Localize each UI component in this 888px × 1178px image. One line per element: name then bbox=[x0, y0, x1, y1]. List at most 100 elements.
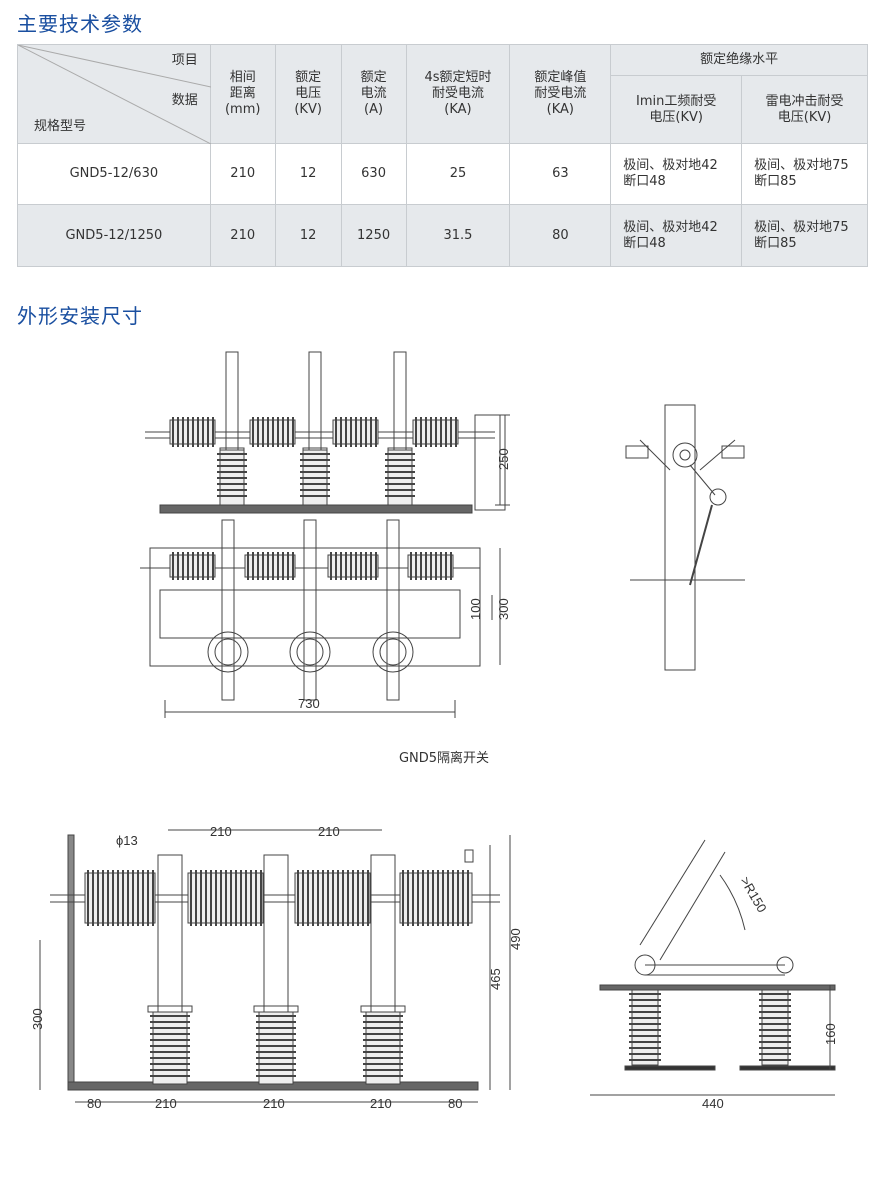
drawing-line bbox=[152, 1011, 188, 1085]
dim-210-c: 210 bbox=[370, 1096, 392, 1111]
dim-210-a: 210 bbox=[155, 1096, 177, 1111]
section-title-dimensions: 外形安装尺寸 bbox=[17, 304, 143, 328]
drawing-line bbox=[370, 854, 396, 1016]
drawing-line bbox=[365, 1011, 401, 1085]
header-phase-distance: 相间距离(mm) bbox=[209, 44, 276, 144]
dim-100: 100 bbox=[468, 598, 483, 620]
drawing-line bbox=[84, 872, 156, 924]
dim-730: 730 bbox=[298, 696, 320, 711]
dim-300-b: 300 bbox=[30, 1008, 45, 1030]
dim-250: 250 bbox=[496, 448, 511, 470]
cell: 12 bbox=[274, 143, 342, 205]
front-view-drawing bbox=[145, 351, 510, 514]
cell: 12 bbox=[274, 204, 342, 267]
header-short-time-current: 4s额定短时耐受电流(KA) bbox=[405, 44, 511, 144]
drawing-line bbox=[719, 874, 746, 931]
dim-465: 465 bbox=[488, 968, 503, 990]
dim-80-right: 80 bbox=[448, 1096, 462, 1111]
dim-490: 490 bbox=[508, 928, 523, 950]
drawing-line bbox=[379, 638, 407, 666]
drawing-line bbox=[360, 1005, 406, 1013]
drawing-line bbox=[303, 519, 317, 701]
dim-160: 160 bbox=[823, 1023, 838, 1045]
cell: 31.5 bbox=[405, 204, 511, 267]
drawing-line bbox=[159, 589, 461, 639]
drawing-line bbox=[399, 872, 473, 924]
dim-pitch-2: 210 bbox=[318, 824, 340, 839]
drawing-line bbox=[393, 351, 407, 453]
drawing-line bbox=[258, 1011, 294, 1085]
drawing-line bbox=[639, 839, 706, 946]
corner-header-cell: 项目 数据 规格型号 bbox=[17, 44, 211, 144]
drawing-line bbox=[776, 956, 794, 974]
header-rated-current: 额定电流(A) bbox=[340, 44, 407, 144]
drawing-line bbox=[219, 447, 245, 455]
dim-phi13: ϕ13 bbox=[116, 833, 138, 848]
plan-view-drawing bbox=[140, 519, 501, 718]
drawing-line bbox=[253, 1005, 299, 1013]
assembly-side-drawing bbox=[590, 839, 836, 1096]
cell: 210 bbox=[209, 143, 276, 205]
drawing-line bbox=[664, 404, 696, 671]
drawing-line bbox=[639, 439, 671, 471]
drawing-line bbox=[221, 519, 235, 701]
drawing-line bbox=[149, 547, 481, 667]
dim-210-b: 210 bbox=[263, 1096, 285, 1111]
drawing-line bbox=[474, 414, 506, 511]
drawing-line bbox=[207, 631, 249, 673]
header-rated-voltage: 额定电压(KV) bbox=[274, 44, 342, 144]
header-power-freq: Imin工频耐受电压(KV) bbox=[610, 75, 743, 144]
cell: 210 bbox=[209, 204, 276, 267]
drawing-line bbox=[689, 504, 713, 586]
table-row: GND5-12/1250 210 12 1250 31.5 80 极间、极对地4… bbox=[17, 204, 868, 267]
drawing-line bbox=[631, 989, 659, 1066]
drawing-line bbox=[625, 445, 649, 459]
drawing-line bbox=[709, 488, 727, 506]
drawing-line bbox=[672, 442, 698, 468]
drawing-line bbox=[464, 849, 474, 863]
drawing-line bbox=[386, 519, 400, 701]
drawing-line bbox=[761, 989, 789, 1066]
dimension-labels: 250 300 100 730 ϕ13 210 210 300 465 490 … bbox=[30, 448, 838, 1111]
drawing-line bbox=[157, 854, 183, 1016]
dim-300: 300 bbox=[496, 598, 511, 620]
cell-model: GND5-12/630 bbox=[17, 143, 211, 205]
cell: 63 bbox=[509, 143, 612, 205]
drawing-line bbox=[372, 631, 414, 673]
drawing-line bbox=[67, 834, 75, 1091]
dim-r150: >R150 bbox=[737, 874, 769, 915]
cell: 1250 bbox=[340, 204, 407, 267]
header-lightning: 雷电冲击耐受电压(KV) bbox=[741, 75, 868, 144]
drawing-line bbox=[699, 439, 736, 471]
drawing-line bbox=[302, 447, 328, 455]
section-title-specs: 主要技术参数 bbox=[17, 12, 143, 36]
cell: 25 bbox=[405, 143, 511, 205]
drawing-line bbox=[387, 447, 413, 455]
drawing-line bbox=[721, 445, 745, 459]
drawing-line bbox=[599, 984, 836, 991]
cell-model: GND5-12/1250 bbox=[17, 204, 211, 267]
assembly-front-drawing bbox=[39, 829, 511, 1103]
drawing-line bbox=[263, 854, 289, 1016]
drawing-line bbox=[159, 504, 473, 514]
drawing-line bbox=[634, 954, 656, 976]
dim-80-left: 80 bbox=[87, 1096, 101, 1111]
header-insulation-level: 额定绝缘水平 bbox=[610, 44, 868, 76]
drawing-line bbox=[689, 464, 716, 496]
side-view-drawing bbox=[625, 404, 745, 671]
spec-table: 项目 数据 规格型号 相间距离(mm) 额定电压(KV) 额定电流(A) 4s额… bbox=[17, 44, 868, 267]
drawing-line bbox=[296, 638, 324, 666]
drawing-line bbox=[289, 631, 331, 673]
drawing-line bbox=[214, 638, 242, 666]
corner-label-data: 数据 bbox=[171, 93, 198, 108]
drawing-line bbox=[659, 851, 726, 961]
drawing-line bbox=[147, 1005, 193, 1013]
drawing-caption: GND5隔离开关 bbox=[398, 751, 490, 766]
cell: 80 bbox=[509, 204, 612, 267]
cell: 630 bbox=[340, 143, 407, 205]
